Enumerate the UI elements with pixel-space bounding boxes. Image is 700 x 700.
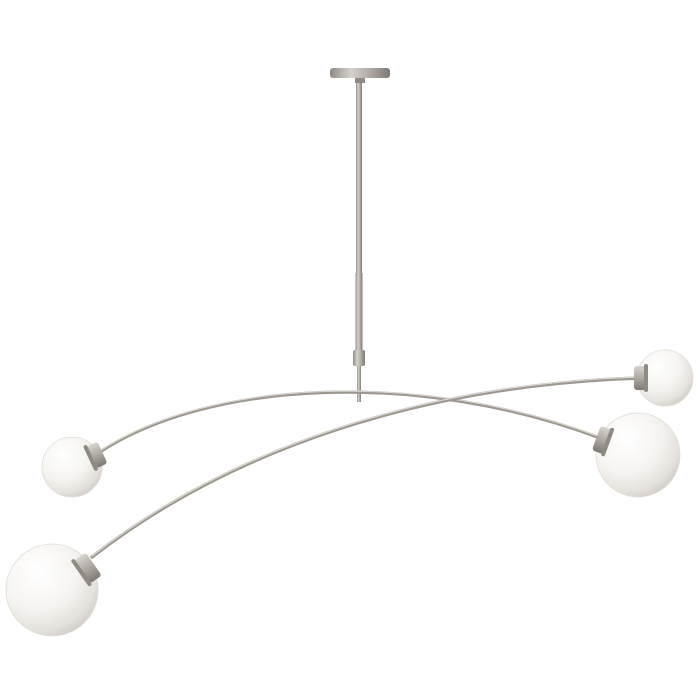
ceiling-canopy: [330, 68, 390, 83]
globe-upper-left: [41, 436, 107, 498]
down-rod: [353, 83, 365, 402]
globe-right: [592, 412, 681, 498]
arms: [90, 376, 642, 559]
globe-upper-right: [634, 349, 694, 407]
arm-lowerleft-to-upperright: [90, 376, 642, 559]
arm-left-to-right: [98, 390, 602, 454]
globe-lower-left: [5, 543, 101, 637]
